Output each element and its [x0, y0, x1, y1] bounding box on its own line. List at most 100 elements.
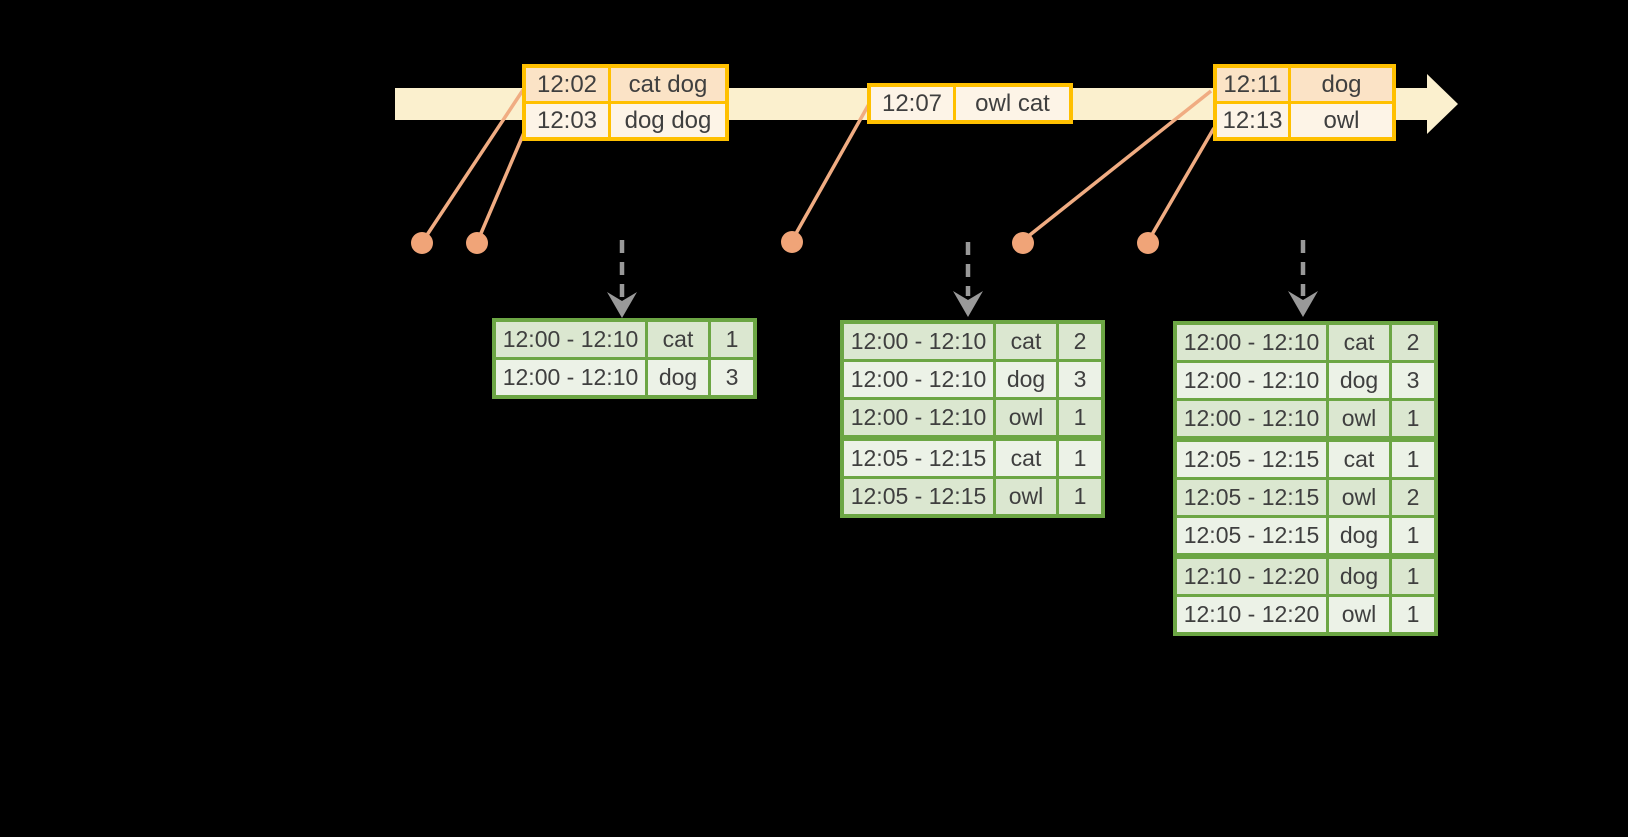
event-words-cell: dog: [1291, 68, 1392, 101]
event-dot: [1137, 232, 1159, 254]
word-cell: dog: [996, 362, 1056, 397]
window-cell: 12:10 - 12:20: [1177, 597, 1326, 632]
word-cell: dog: [1329, 518, 1389, 553]
event-words-cell: dog dog: [611, 104, 725, 137]
count-cell: 3: [1059, 362, 1101, 397]
word-cell: owl: [1329, 480, 1389, 515]
event-time-cell: 12:07: [871, 87, 953, 120]
window-cell: 12:05 - 12:15: [1177, 480, 1326, 515]
word-cell: cat: [648, 322, 708, 357]
window-cell: 12:00 - 12:10: [496, 360, 645, 395]
trigger-arrow-head-icon: [1288, 291, 1318, 317]
word-cell: owl: [996, 400, 1056, 435]
result-row: 12:05 - 12:15 owl 1: [844, 479, 1101, 514]
word-cell: cat: [1329, 442, 1389, 477]
window-cell: 12:00 - 12:10: [496, 322, 645, 357]
count-cell: 1: [1392, 401, 1434, 436]
result-row: 12:05 - 12:15 cat 1: [844, 441, 1101, 476]
connector-line: [1148, 127, 1216, 239]
result-row: 12:00 - 12:10 dog 3: [496, 360, 753, 395]
event-dot: [466, 232, 488, 254]
event-words-cell: owl: [1291, 104, 1392, 137]
window-cell: 12:00 - 12:10: [1177, 363, 1326, 398]
connector-lines: [423, 89, 1216, 240]
event-dot: [411, 232, 433, 254]
result-table-3: 12:00 - 12:10 cat 2 12:00 - 12:10 dog 3 …: [1173, 321, 1438, 636]
window-cell: 12:00 - 12:10: [844, 324, 993, 359]
word-cell: cat: [996, 441, 1056, 476]
word-cell: dog: [648, 360, 708, 395]
result-row: 12:10 - 12:20 dog 1: [1177, 559, 1434, 594]
trigger-arrow-heads: [607, 291, 1318, 318]
count-cell: 3: [1392, 363, 1434, 398]
result-table-2: 12:00 - 12:10 cat 2 12:00 - 12:10 dog 3 …: [840, 320, 1105, 518]
event-row: 12:03 dog dog: [526, 104, 725, 137]
event-row: 12:11 dog: [1217, 68, 1392, 101]
event-time-cell: 12:13: [1217, 104, 1288, 137]
window-cell: 12:05 - 12:15: [1177, 442, 1326, 477]
event-time-cell: 12:02: [526, 68, 608, 101]
count-cell: 2: [1392, 325, 1434, 360]
count-cell: 1: [1392, 559, 1434, 594]
trigger-arrow-head-icon: [607, 292, 637, 318]
event-row: 12:13 owl: [1217, 104, 1392, 137]
trigger-arrow-head-icon: [953, 291, 983, 317]
window-cell: 12:05 - 12:15: [844, 441, 993, 476]
result-row: 12:00 - 12:10 dog 3: [1177, 363, 1434, 398]
result-row: 12:00 - 12:10 owl 1: [1177, 401, 1434, 436]
window-cell: 12:00 - 12:10: [844, 362, 993, 397]
word-cell: cat: [996, 324, 1056, 359]
connector-line: [1024, 89, 1213, 240]
event-table-2: 12:07 owl cat: [867, 83, 1073, 124]
event-dot: [781, 231, 803, 253]
window-cell: 12:00 - 12:10: [1177, 325, 1326, 360]
event-row: 12:02 cat dog: [526, 68, 725, 101]
event-table-3: 12:11 dog 12:13 owl: [1213, 64, 1396, 141]
count-cell: 2: [1392, 480, 1434, 515]
window-cell: 12:05 - 12:15: [1177, 518, 1326, 553]
word-cell: owl: [996, 479, 1056, 514]
word-cell: dog: [1329, 559, 1389, 594]
result-row: 12:10 - 12:20 owl 1: [1177, 597, 1434, 632]
count-cell: 1: [1059, 441, 1101, 476]
connector-line: [792, 103, 871, 238]
word-cell: owl: [1329, 401, 1389, 436]
connector-line: [423, 89, 525, 239]
event-words-cell: cat dog: [611, 68, 725, 101]
result-row: 12:05 - 12:15 owl 2: [1177, 480, 1434, 515]
count-cell: 1: [1392, 597, 1434, 632]
count-cell: 1: [1059, 479, 1101, 514]
event-dots: [411, 231, 1159, 254]
word-cell: owl: [1329, 597, 1389, 632]
result-table-1: 12:00 - 12:10 cat 1 12:00 - 12:10 dog 3: [492, 318, 757, 399]
word-cell: dog: [1329, 363, 1389, 398]
result-row: 12:00 - 12:10 cat 1: [496, 322, 753, 357]
result-row: 12:00 - 12:10 cat 2: [844, 324, 1101, 359]
timeline-arrow-head-icon: [1427, 74, 1458, 134]
result-row: 12:00 - 12:10 owl 1: [844, 400, 1101, 435]
result-row: 12:00 - 12:10 cat 2: [1177, 325, 1434, 360]
count-cell: 1: [1392, 442, 1434, 477]
result-row: 12:05 - 12:15 dog 1: [1177, 518, 1434, 553]
event-time-cell: 12:03: [526, 104, 608, 137]
word-cell: cat: [1329, 325, 1389, 360]
count-cell: 2: [1059, 324, 1101, 359]
count-cell: 1: [711, 322, 753, 357]
event-dot: [1012, 232, 1034, 254]
window-cell: 12:05 - 12:15: [844, 479, 993, 514]
window-cell: 12:00 - 12:10: [1177, 401, 1326, 436]
window-cell: 12:10 - 12:20: [1177, 559, 1326, 594]
event-table-1: 12:02 cat dog 12:03 dog dog: [522, 64, 729, 141]
count-cell: 3: [711, 360, 753, 395]
count-cell: 1: [1392, 518, 1434, 553]
count-cell: 1: [1059, 400, 1101, 435]
event-row: 12:07 owl cat: [871, 87, 1069, 120]
result-row: 12:00 - 12:10 dog 3: [844, 362, 1101, 397]
event-words-cell: owl cat: [956, 87, 1069, 120]
trigger-arrow-shafts: [619, 240, 1306, 298]
window-cell: 12:00 - 12:10: [844, 400, 993, 435]
event-time-cell: 12:11: [1217, 68, 1288, 101]
connector-line: [477, 127, 528, 239]
